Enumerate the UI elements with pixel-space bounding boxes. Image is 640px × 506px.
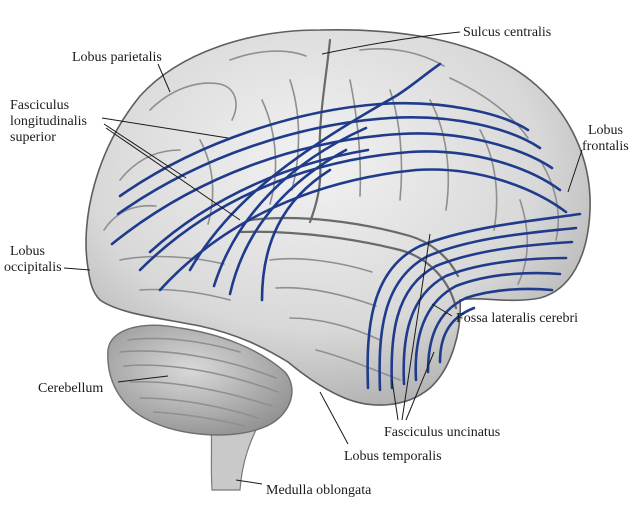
label-fasciculus-longitudinalis-2: longitudinalis: [10, 114, 87, 129]
leader-lines: [63, 31, 583, 485]
label-sulcus-centralis: Sulcus centralis: [463, 25, 551, 40]
label-medulla-oblongata: Medulla oblongata: [266, 483, 372, 498]
label-lobus-occipitalis-1: Lobus: [10, 244, 45, 259]
fasciculus-longitudinalis-fibers: [110, 62, 568, 302]
label-fasciculus-longitudinalis-1: Fasciculus: [10, 98, 69, 113]
label-lobus-frontalis-2: frontalis: [582, 139, 629, 154]
cerebellum-shape: [107, 324, 293, 436]
label-lobus-frontalis-1: Lobus: [588, 123, 623, 138]
label-fossa-lateralis: Fossa lateralis cerebri: [456, 311, 578, 326]
label-cerebellum: Cerebellum: [38, 381, 103, 396]
fasciculus-uncinatus-fibers: [366, 212, 582, 392]
label-fasciculus-uncinatus: Fasciculus uncinatus: [384, 425, 500, 440]
label-lobus-parietalis: Lobus parietalis: [72, 50, 162, 65]
label-fasciculus-longitudinalis-3: superior: [10, 130, 56, 145]
cerebrum-shape: [85, 28, 591, 406]
labels: Sulcus centralis Lobus parietalis Fascic…: [4, 25, 629, 498]
label-lobus-temporalis: Lobus temporalis: [344, 449, 442, 464]
label-lobus-occipitalis-2: occipitalis: [4, 260, 62, 275]
